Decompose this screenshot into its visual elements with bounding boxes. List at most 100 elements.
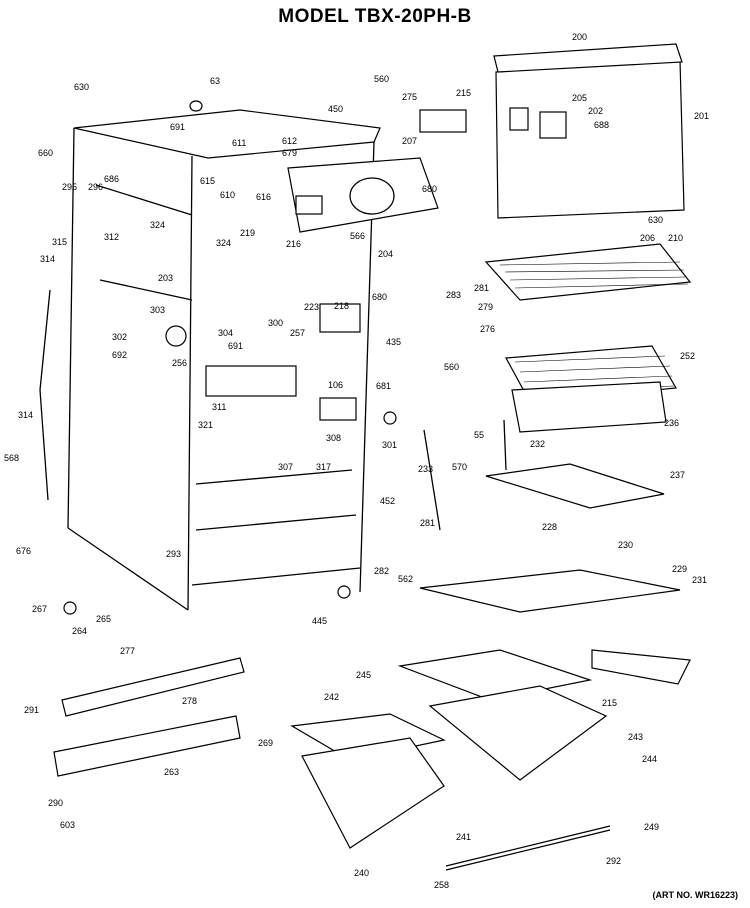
part-label: 560 [444, 362, 459, 372]
part-label: 611 [232, 138, 246, 148]
part-label: 228 [542, 522, 557, 532]
part-label: 215 [456, 88, 471, 98]
part-label: 315 [52, 237, 67, 247]
part-label: 688 [594, 120, 609, 130]
part-label: 256 [172, 358, 187, 368]
part-label: 204 [378, 249, 393, 259]
lower-grille-rails [53, 657, 611, 871]
part-label: 233 [418, 464, 433, 474]
part-label: 63 [210, 76, 220, 86]
part-label: 203 [158, 273, 173, 283]
part-label: 264 [72, 626, 87, 636]
part-label: 249 [644, 822, 659, 832]
part-label: 106 [328, 380, 343, 390]
part-label: 206 [640, 233, 655, 243]
part-label: 269 [258, 738, 273, 748]
part-label: 314 [40, 254, 55, 264]
part-label: 311 [212, 402, 226, 412]
part-label: 219 [240, 228, 255, 238]
part-label: 560 [374, 74, 389, 84]
part-label: 681 [376, 381, 391, 391]
part-label: 231 [692, 575, 707, 585]
part-label: 290 [48, 798, 63, 808]
part-label: 55 [474, 430, 484, 440]
part-label: 205 [572, 93, 587, 103]
part-label: 265 [96, 614, 111, 624]
part-label: 283 [446, 290, 461, 300]
part-label: 691 [228, 341, 243, 351]
part-label: 236 [664, 418, 679, 428]
part-label: 615 [200, 176, 215, 186]
part-label: 324 [216, 238, 231, 248]
part-label: 676 [16, 546, 31, 556]
freezer-door [493, 43, 685, 219]
part-label: 278 [182, 696, 197, 706]
part-label: 302 [112, 332, 127, 342]
part-label: 202 [588, 106, 603, 116]
part-label: 279 [478, 302, 493, 312]
part-label: 277 [120, 646, 135, 656]
part-label: 324 [150, 220, 165, 230]
part-label: 570 [452, 462, 467, 472]
part-label: 216 [286, 239, 301, 249]
part-label: 568 [4, 453, 19, 463]
part-labels: 630 63 560 450 275 215 200 205 202 688 2… [4, 32, 709, 890]
part-label: 680 [422, 184, 437, 194]
part-label: 307 [278, 462, 293, 472]
part-label: 267 [32, 604, 47, 614]
part-label: 242 [324, 692, 339, 702]
part-label: 660 [38, 148, 53, 158]
diagram-title: MODEL TBX-20PH-B [278, 6, 472, 27]
part-label: 207 [402, 136, 417, 146]
part-label: 281 [420, 518, 435, 528]
part-label: 223 [304, 302, 319, 312]
refrigerator-shelves [290, 381, 691, 849]
part-label: 303 [150, 305, 165, 315]
part-label: 291 [24, 705, 39, 715]
part-label: 201 [694, 111, 709, 121]
art-number: (ART NO. WR16223) [652, 890, 738, 900]
part-label: 603 [60, 820, 75, 830]
part-label: 317 [316, 462, 331, 472]
part-label: 275 [402, 92, 417, 102]
part-label: 243 [628, 732, 643, 742]
part-label: 258 [434, 880, 449, 890]
part-label: 304 [218, 328, 233, 338]
small-components [39, 100, 507, 615]
part-label: 276 [480, 324, 495, 334]
part-label: 314 [18, 410, 33, 420]
part-label: 691 [170, 122, 185, 132]
part-label: 566 [350, 231, 365, 241]
part-label: 321 [198, 420, 213, 430]
part-label: 452 [380, 496, 395, 506]
part-label: 232 [530, 439, 545, 449]
part-label: 252 [680, 351, 695, 361]
part-label: 612 [282, 136, 297, 146]
part-label: 679 [282, 148, 297, 158]
part-label: 237 [670, 470, 685, 480]
part-label: 308 [326, 433, 341, 443]
part-label: 244 [642, 754, 657, 764]
part-label: 692 [112, 350, 127, 360]
part-label: 450 [328, 104, 343, 114]
evaporator-cover [287, 157, 439, 233]
part-label: 445 [312, 616, 327, 626]
part-label: 229 [672, 564, 687, 574]
part-label: 245 [356, 670, 371, 680]
part-label: 240 [354, 868, 369, 878]
part-label: 610 [220, 190, 235, 200]
part-label: 292 [606, 856, 621, 866]
part-label: 230 [618, 540, 633, 550]
part-label: 300 [268, 318, 283, 328]
part-label: 281 [474, 283, 489, 293]
part-label: 218 [334, 301, 349, 311]
part-label: 296 [88, 182, 103, 192]
part-label: 630 [74, 82, 89, 92]
part-label: 200 [572, 32, 587, 42]
part-label: 435 [386, 337, 401, 347]
part-label: 210 [668, 233, 683, 243]
part-label: 293 [166, 549, 181, 559]
freezer-shelf [484, 243, 692, 301]
part-label: 630 [648, 215, 663, 225]
